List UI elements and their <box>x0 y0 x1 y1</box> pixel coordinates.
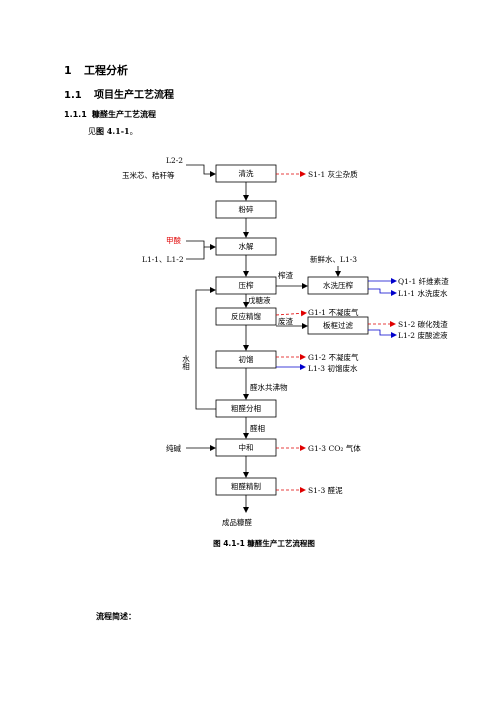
box-water-press: 水洗压榨 <box>307 276 369 295</box>
box-press-label: 压榨 <box>239 280 254 290</box>
label-fresh-water: 新鲜水、L1-3 <box>310 254 357 264</box>
output-q11: Q1-1 纤维素渣 <box>398 276 449 286</box>
heading-3-number: 1.1.1 <box>64 110 87 119</box>
label-corn: 玉米芯、秸秆等 <box>122 170 175 180</box>
intro-suffix: 。 <box>129 127 138 136</box>
box-reaction: 反应精馏 <box>215 307 277 326</box>
box-crush-label: 粉碎 <box>239 204 254 214</box>
box-hydrolysis-label: 水解 <box>239 241 254 251</box>
figure-caption: 图 4.1-1 糠醛生产工艺流程图 <box>213 538 315 548</box>
output-l12: L1-2 废酸滤液 <box>398 330 448 340</box>
output-g12: G1-2 不凝废气 <box>308 352 359 362</box>
box-hydrolysis: 水解 <box>215 237 277 256</box>
output-s11: S1-1 灰尘杂质 <box>308 169 358 179</box>
box-frame-filter-label: 板框过滤 <box>323 320 353 330</box>
intro-paragraph: 见图 4.1-1。 <box>88 126 138 137</box>
output-s12: S1-2 碳化残渣 <box>398 319 448 329</box>
label-waste-slag: 废渣 <box>278 316 293 326</box>
label-formic-acid: 甲酸 <box>166 235 181 245</box>
heading-1-number: 1 <box>64 64 72 77</box>
box-neutralize: 中和 <box>215 438 277 457</box>
input-arrows <box>186 164 341 451</box>
box-initial-label: 初馏 <box>239 354 254 364</box>
heading-2: 1.1 项目生产工艺流程 <box>64 86 174 101</box>
box-refine: 粗醛精制 <box>215 477 277 496</box>
label-water-phase: 水相 <box>181 354 190 372</box>
box-frame-filter: 板框过滤 <box>307 316 369 335</box>
wastewater-arrows <box>276 278 397 370</box>
output-g13: G1-3 CO₂ 气体 <box>308 443 361 453</box>
box-separation: 粗醛分相 <box>215 399 277 418</box>
label-product: 成品糠醛 <box>222 517 252 527</box>
heading-1-title: 工程分析 <box>84 64 128 77</box>
box-initial: 初馏 <box>215 350 277 369</box>
intro-prefix: 见 <box>88 127 96 136</box>
heading-3-title: 糠醛生产工艺流程 <box>92 110 156 119</box>
box-water-press-label: 水洗压榨 <box>323 280 353 290</box>
box-press: 压榨 <box>215 276 277 295</box>
figure-reference: 图 4.1-1 <box>96 126 130 136</box>
label-sugar: 戊糖液 <box>248 295 271 305</box>
box-crush: 粉碎 <box>215 200 277 219</box>
section-label: 流程简述： <box>96 612 136 621</box>
output-g11: G1-1 不凝废气 <box>308 307 359 317</box>
output-s13: S1-3 醛泥 <box>308 485 343 495</box>
label-aldehyde-phase: 醛相 <box>250 423 265 433</box>
label-l22: L2-2 <box>166 156 183 165</box>
box-neutralize-label: 中和 <box>239 442 254 452</box>
output-l11-wastewater: L1-1 水洗废水 <box>398 288 448 298</box>
heading-3: 1.1.1 糠醛生产工艺流程 <box>64 109 156 120</box>
box-wash: 清洗 <box>215 164 277 183</box>
output-l13: L1-3 初馏废水 <box>308 363 358 373</box>
box-wash-label: 清洗 <box>239 168 254 178</box>
heading-2-title: 项目生产工艺流程 <box>94 90 174 101</box>
heading-2-number: 1.1 <box>64 90 82 101</box>
emission-arrows <box>275 171 396 493</box>
label-soda: 纯碱 <box>166 443 181 453</box>
label-azeotrope: 醛水共沸物 <box>250 382 288 392</box>
box-reaction-label: 反应精馏 <box>231 311 261 321</box>
label-slag: 榨渣 <box>278 270 293 280</box>
box-refine-label: 粗醛精制 <box>231 481 261 491</box>
heading-1: 1 工程分析 <box>64 62 128 78</box>
box-separation-label: 粗醛分相 <box>231 403 261 413</box>
label-l11: L1-1、L1-2 <box>142 255 184 264</box>
